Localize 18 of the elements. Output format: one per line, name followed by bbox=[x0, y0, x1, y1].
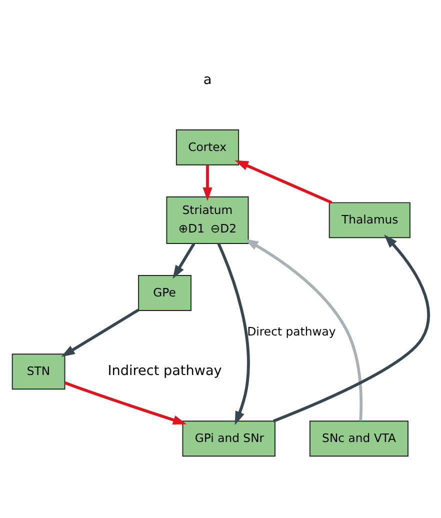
node-box: GPe bbox=[138, 274, 192, 310]
node-box: Cortex bbox=[176, 128, 240, 165]
arrow bbox=[272, 234, 430, 422]
arrow bbox=[61, 308, 140, 356]
node-box: GPi and SNr bbox=[182, 420, 276, 456]
arrow bbox=[172, 242, 196, 278]
label: Indirect pathway bbox=[108, 362, 222, 379]
node-box: Thalamus bbox=[328, 202, 410, 238]
arrow bbox=[234, 160, 332, 204]
arrow bbox=[244, 238, 363, 420]
node-box: Striatum ⊕D1 ⊖D2 bbox=[166, 196, 249, 244]
node-box: STN bbox=[12, 353, 66, 390]
arrow bbox=[217, 242, 250, 425]
arrow bbox=[202, 164, 212, 201]
arrow bbox=[64, 380, 187, 424]
edge-label: Direct pathway bbox=[247, 324, 336, 338]
label: a bbox=[203, 71, 212, 88]
node-box: SNc and VTA bbox=[309, 420, 408, 456]
